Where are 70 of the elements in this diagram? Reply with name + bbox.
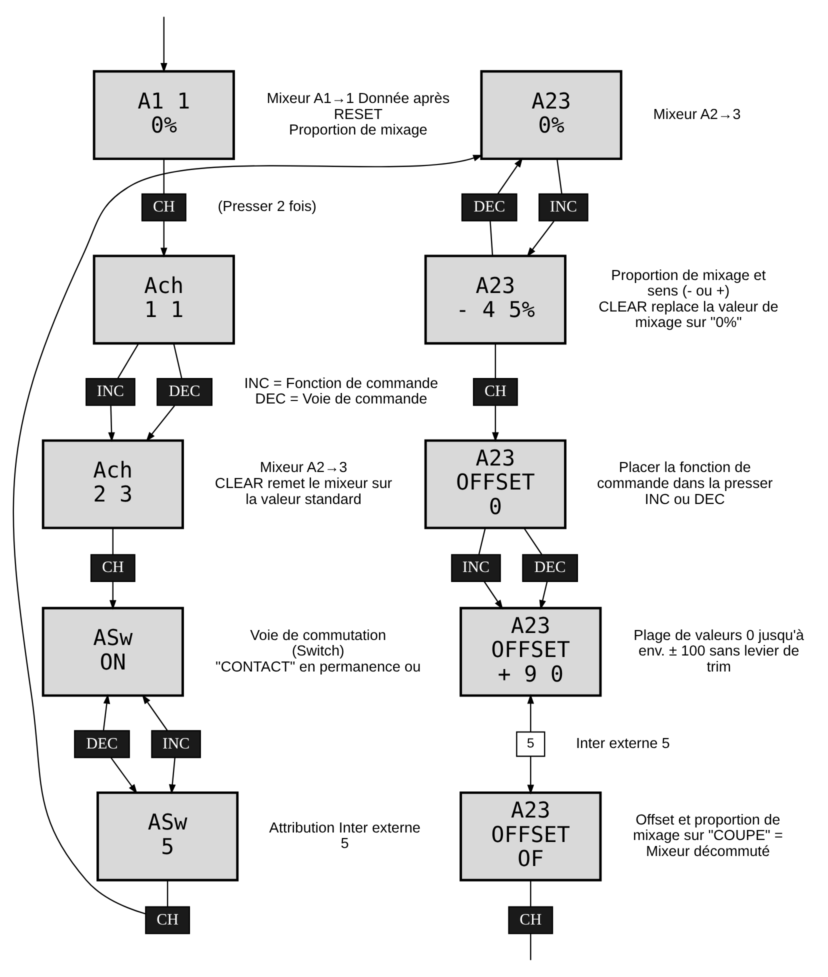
- connector: [112, 528, 114, 554]
- node-label: (Presser 2 fois): [218, 199, 316, 216]
- node-box: CH: [141, 193, 186, 222]
- node-label: "CONTACT" en permanence ou: [216, 659, 421, 676]
- label: INC = Fonction de commande: [244, 376, 438, 392]
- node-box: ASw ON: [42, 606, 184, 697]
- arrow: [160, 16, 168, 73]
- node-label: Proportion de mixage et sens (- ou +): [611, 268, 766, 300]
- node-label: CLEAR replace la valeur de mixage sur "0%": [598, 299, 778, 332]
- connector: [524, 528, 542, 555]
- label: DEC = Voie de commande: [255, 392, 428, 408]
- node-box: INC: [538, 193, 588, 222]
- node-box: A23 OFFSET 0: [424, 439, 566, 530]
- arrow: [108, 406, 115, 442]
- node-label: Mixeur A2→3: [653, 106, 741, 123]
- connector: [530, 934, 532, 960]
- arrow: [12, 154, 483, 914]
- connector: [490, 221, 494, 256]
- node-box: Ach 2 3: [42, 439, 184, 530]
- arrow: [526, 220, 554, 258]
- arrow: [142, 694, 168, 731]
- connector: [166, 880, 168, 907]
- node-box: A23 OFFSET + 9 0: [460, 606, 602, 697]
- node-box: Ach 1 1: [92, 254, 235, 345]
- node-label: Voie de commutation (Switch): [250, 628, 386, 660]
- connector: [117, 343, 139, 379]
- node-box: A23 OFFSET OF: [460, 791, 602, 882]
- arrow: [146, 405, 176, 442]
- node-label: Offset et proportion de mixage sur "COUPE" = Mixeur décommuté: [632, 812, 783, 860]
- arrow: [168, 758, 176, 794]
- connector: [530, 880, 532, 907]
- arrow: [497, 158, 523, 194]
- node-box: CH: [90, 554, 136, 582]
- node-box: INC: [151, 730, 201, 758]
- node-box: INC: [451, 554, 501, 582]
- node-label: CLEAR remet le mixeur sur la valeur standard: [214, 476, 392, 508]
- node-box: CH: [508, 906, 554, 934]
- node-box: 5: [516, 731, 546, 757]
- arrow: [484, 581, 504, 610]
- node-box: A23 - 4 5%: [424, 254, 566, 345]
- arrow: [539, 581, 548, 610]
- node-label: Plage de valeurs 0 jusqu'à env. ± 100 sans levier de trim: [634, 628, 804, 676]
- node-box: CH: [145, 906, 190, 934]
- connector: [556, 159, 562, 194]
- connector: [478, 528, 486, 555]
- arrow: [492, 406, 499, 442]
- node-label: Inter externe 5: [576, 736, 670, 752]
- arrow: [527, 694, 534, 732]
- connector: [494, 344, 496, 378]
- node-box: ASw 5: [96, 791, 239, 882]
- node-label: Mixeur A1→1 Donnée après RESET: [266, 91, 450, 123]
- node-box: DEC: [522, 554, 578, 582]
- node-box: DEC: [461, 193, 518, 222]
- node-box: CH: [472, 378, 518, 406]
- arrow: [527, 756, 534, 794]
- node-box: A1 1 0%: [92, 70, 235, 160]
- arrow: [160, 221, 168, 258]
- node-box: DEC: [74, 730, 130, 758]
- arrow: [110, 582, 116, 610]
- node-label: Placer la fonction de commande dans la presser INC ou DEC: [597, 460, 773, 508]
- arrow: [110, 757, 138, 794]
- node-box: INC: [86, 378, 136, 406]
- node-box: A23 0%: [480, 70, 622, 160]
- node-label: Attribution Inter externe 5: [269, 820, 421, 852]
- node-box: DEC: [156, 378, 212, 406]
- connector: [163, 159, 165, 194]
- node-label: Proportion de mixage: [288, 122, 428, 139]
- arrow: [102, 694, 110, 731]
- node-label: Mixeur A2→3: [260, 460, 348, 476]
- connector: [173, 344, 182, 378]
